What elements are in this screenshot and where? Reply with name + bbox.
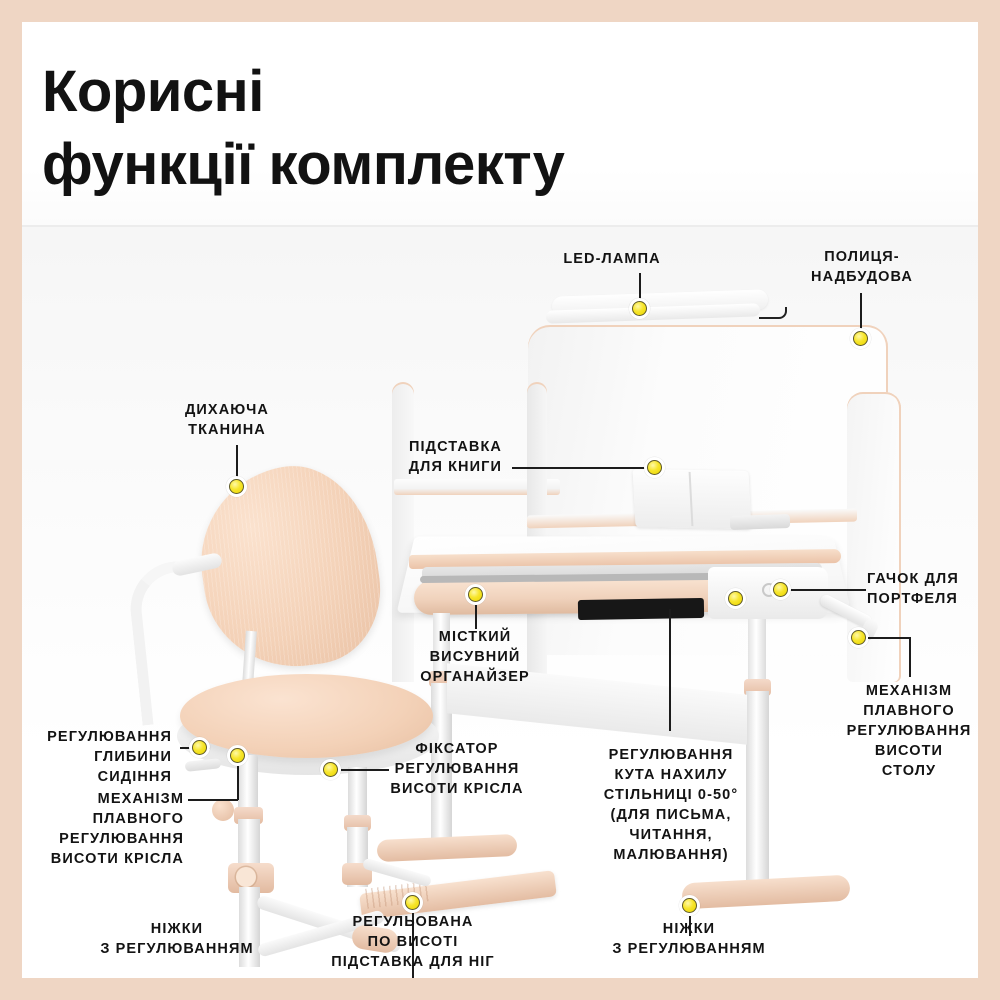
page-title-line1: Корисні bbox=[42, 59, 264, 124]
led-lamp-cable bbox=[759, 307, 787, 319]
desk-foot-right bbox=[681, 874, 851, 910]
callout-bag-hook-line bbox=[790, 589, 866, 591]
callout-fabric-marker[interactable] bbox=[226, 476, 247, 497]
callout-desk-mech-line-v bbox=[909, 637, 911, 677]
callout-seat-depth-label: РЕГУЛЮВАННЯ ГЛИБИНИ СИДІННЯ bbox=[47, 729, 172, 785]
callout-footrest-line bbox=[412, 913, 414, 978]
callout-chair-fixator-marker[interactable] bbox=[320, 759, 341, 780]
callout-organizer-line bbox=[475, 605, 477, 629]
callout-chair-feet-label: НІЖКИ З РЕГУЛЮВАННЯМ bbox=[100, 921, 254, 957]
callout-chair-mech-line-h bbox=[188, 799, 238, 801]
header-band: Корисні функції комплекту bbox=[22, 22, 978, 225]
desk-upper-shelf bbox=[394, 479, 560, 495]
callout-desk-mech-label: МЕХАНІЗМ ПЛАВНОГО РЕГУЛЮВАННЯ ВИСОТИ СТО… bbox=[846, 683, 972, 779]
callout-fabric-line bbox=[236, 445, 238, 478]
chair-footrest-post-upper bbox=[348, 767, 367, 823]
callout-shelf-label: ПОЛИЦЯ- НАДБУДОВА bbox=[811, 249, 913, 285]
callout-bag-hook-marker-2[interactable] bbox=[725, 588, 746, 609]
callout-bag-hook-label: ГАЧОК ДЛЯ ПОРТФЕЛЯ bbox=[867, 571, 959, 607]
chair-footrest-arm bbox=[361, 857, 433, 888]
product-illustration: LED-ЛАМПА ПОЛИЦЯ- НАДБУДОВА ДИХАЮЧА ТКАН… bbox=[22, 227, 978, 978]
callout-chair-mech-line-v bbox=[237, 766, 239, 800]
book-stand-foot bbox=[729, 513, 791, 531]
callout-tilt-label: РЕГУЛЮВАННЯ КУТА НАХИЛУ СТІЛЬНИЦІ 0-50° … bbox=[603, 747, 739, 863]
desk-leg-right-upper bbox=[748, 619, 766, 685]
callout-chair-fixator-line bbox=[341, 769, 389, 771]
callout-fabric-label: ДИХАЮЧА ТКАНИНА bbox=[184, 402, 270, 438]
chair-column-upper bbox=[238, 755, 258, 815]
chair-seat-cushion bbox=[180, 674, 433, 758]
callout-desk-feet-label: НІЖКИ З РЕГУЛЮВАННЯМ bbox=[612, 921, 766, 957]
callout-chair-mech-label: МЕХАНІЗМ ПЛАВНОГО РЕГУЛЮВАННЯ ВИСОТИ КРІ… bbox=[50, 791, 184, 867]
callout-seat-depth-marker[interactable] bbox=[189, 737, 210, 758]
callout-book-stand-line bbox=[512, 467, 652, 469]
chair-column-mid bbox=[238, 819, 260, 871]
callout-tilt-line bbox=[669, 609, 671, 731]
desk-leg-left-upper bbox=[433, 613, 450, 675]
callout-book-stand-marker[interactable] bbox=[644, 457, 665, 478]
callout-book-stand-label: ПІДСТАВКА ДЛЯ КНИГИ bbox=[408, 439, 502, 475]
callout-chair-fixator-label: ФІКСАТОР РЕГУЛЮВАННЯ ВИСОТИ КРІСЛА bbox=[390, 741, 524, 797]
desk-leg-right-lower bbox=[746, 691, 769, 891]
desk-foot-left bbox=[376, 833, 518, 863]
callout-led-lamp-line bbox=[639, 273, 641, 300]
header-divider bbox=[22, 225, 978, 227]
chair-column-lower bbox=[239, 887, 260, 967]
callout-organizer-marker[interactable] bbox=[465, 584, 486, 605]
desk-leg-left-lower bbox=[431, 683, 452, 847]
chair-height-knob bbox=[212, 799, 234, 821]
callout-footrest-label: РЕГУЛЬОВАНА ПО ВИСОТІ ПІДСТАВКА ДЛЯ НІГ bbox=[331, 914, 495, 970]
callout-desk-feet-marker[interactable] bbox=[679, 895, 700, 916]
callout-desk-mech-marker[interactable] bbox=[848, 627, 869, 648]
callout-desk-feet-line bbox=[689, 916, 691, 936]
callout-shelf-line bbox=[860, 293, 862, 330]
callout-organizer-label: МІСТКИЙ ВИСУВНИЙ ОРГАНАЙЗЕР bbox=[420, 629, 530, 685]
poster-canvas: Корисні функції комплекту bbox=[22, 22, 978, 978]
callout-footrest-marker[interactable] bbox=[402, 892, 423, 913]
callout-bag-hook-marker[interactable] bbox=[770, 579, 791, 600]
chair-backrest-mesh bbox=[188, 455, 391, 679]
chair-seat-depth-lever bbox=[184, 758, 222, 772]
callout-led-lamp-label: LED-ЛАМПА bbox=[563, 251, 661, 267]
desk-organizer-slot bbox=[577, 597, 705, 621]
callout-desk-mech-line-h bbox=[868, 637, 910, 639]
page-title-line2: функції комплекту bbox=[42, 132, 565, 197]
chair-adjust-wheel-icon bbox=[236, 867, 256, 887]
callout-led-lamp-marker[interactable] bbox=[629, 298, 650, 319]
callout-chair-mech-marker[interactable] bbox=[227, 745, 248, 766]
callout-shelf-marker[interactable] bbox=[850, 328, 871, 349]
page-title: Корисні функції комплекту bbox=[42, 55, 742, 201]
